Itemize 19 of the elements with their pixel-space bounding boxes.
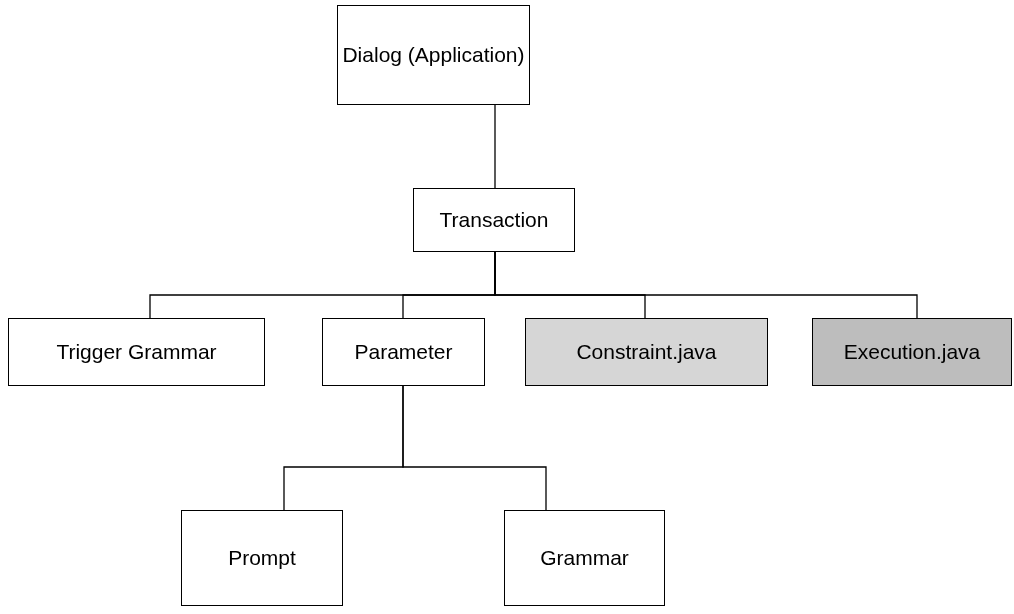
box-label: Parameter xyxy=(354,339,453,365)
box-label: Constraint.java xyxy=(576,339,717,365)
box-label: Trigger Grammar xyxy=(56,339,217,365)
tree-box xyxy=(812,318,1012,386)
connector-line xyxy=(494,251,918,319)
tree-box xyxy=(322,318,485,386)
box-label: Dialog (Application) xyxy=(342,42,525,68)
tree-box xyxy=(413,188,575,252)
box-label: Transaction xyxy=(439,207,549,233)
box-label: Grammar xyxy=(540,545,629,571)
box-label: Execution.java xyxy=(843,339,981,365)
connector-line xyxy=(402,385,547,511)
tree-box xyxy=(525,318,768,386)
tree-box xyxy=(8,318,265,386)
tree-box xyxy=(504,510,665,606)
tree-box xyxy=(181,510,343,606)
tree-box xyxy=(337,5,530,105)
connector-line xyxy=(494,104,496,189)
box-label: Prompt xyxy=(228,545,296,571)
